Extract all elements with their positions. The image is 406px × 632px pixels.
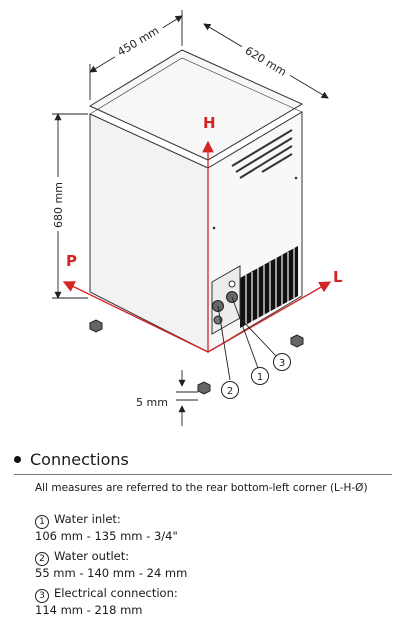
- connections-section: Connections All measures are referred to…: [0, 440, 406, 632]
- axis-label-l: L: [333, 268, 343, 286]
- callout-2: 2: [221, 381, 239, 399]
- bullet-icon: [14, 455, 21, 463]
- svg-text:1: 1: [257, 372, 263, 383]
- callout-1: 1: [251, 367, 269, 385]
- feet: [89, 319, 304, 395]
- lower-vent-grille: [240, 246, 298, 328]
- connection-item-water-inlet: 1 Water inlet: 106 mm - 135 mm - 3/4": [35, 512, 178, 543]
- connections-title: Connections: [30, 449, 129, 469]
- circled-number-3: 3: [35, 589, 49, 603]
- callout-leaders: [217, 296, 277, 381]
- foot-height-label: 5 mm: [136, 396, 168, 409]
- width-label: 450 mm: [115, 24, 161, 59]
- item-value: 114 mm - 218 mm: [35, 603, 143, 617]
- callout-3: 3: [273, 353, 291, 371]
- dimension-diagram: H L P 450 mm 620 mm 680 mm 5 mm 2 1 3: [51, 10, 343, 426]
- top-vent-grille: [231, 129, 293, 179]
- circled-number-1: 1: [35, 515, 49, 529]
- connection-item-electrical: 3 Electrical connection: 114 mm - 218 mm: [35, 586, 178, 617]
- item-value: 55 mm - 140 mm - 24 mm: [35, 566, 188, 580]
- svg-text:3: 3: [279, 358, 285, 369]
- height-label: 680 mm: [52, 182, 65, 228]
- connection-item-water-outlet: 2 Water outlet: 55 mm - 140 mm - 24 mm: [35, 549, 187, 580]
- connections-heading: Connections: [14, 448, 129, 470]
- divider: [14, 474, 392, 475]
- reference-axes: [62, 140, 332, 353]
- item-value: 106 mm - 135 mm - 3/4": [35, 529, 178, 543]
- axis-label-p: P: [66, 252, 77, 270]
- item-label: Electrical connection:: [54, 586, 178, 600]
- svg-text:2: 2: [227, 386, 233, 397]
- reference-note: All measures are referred to the rear bo…: [35, 482, 368, 494]
- circled-number-2: 2: [35, 552, 49, 566]
- depth-label: 620 mm: [243, 44, 289, 79]
- item-label: Water outlet:: [54, 549, 130, 563]
- ice-machine-cabinet: [88, 49, 304, 353]
- axis-label-h: H: [203, 114, 216, 132]
- item-label: Water inlet:: [54, 512, 121, 526]
